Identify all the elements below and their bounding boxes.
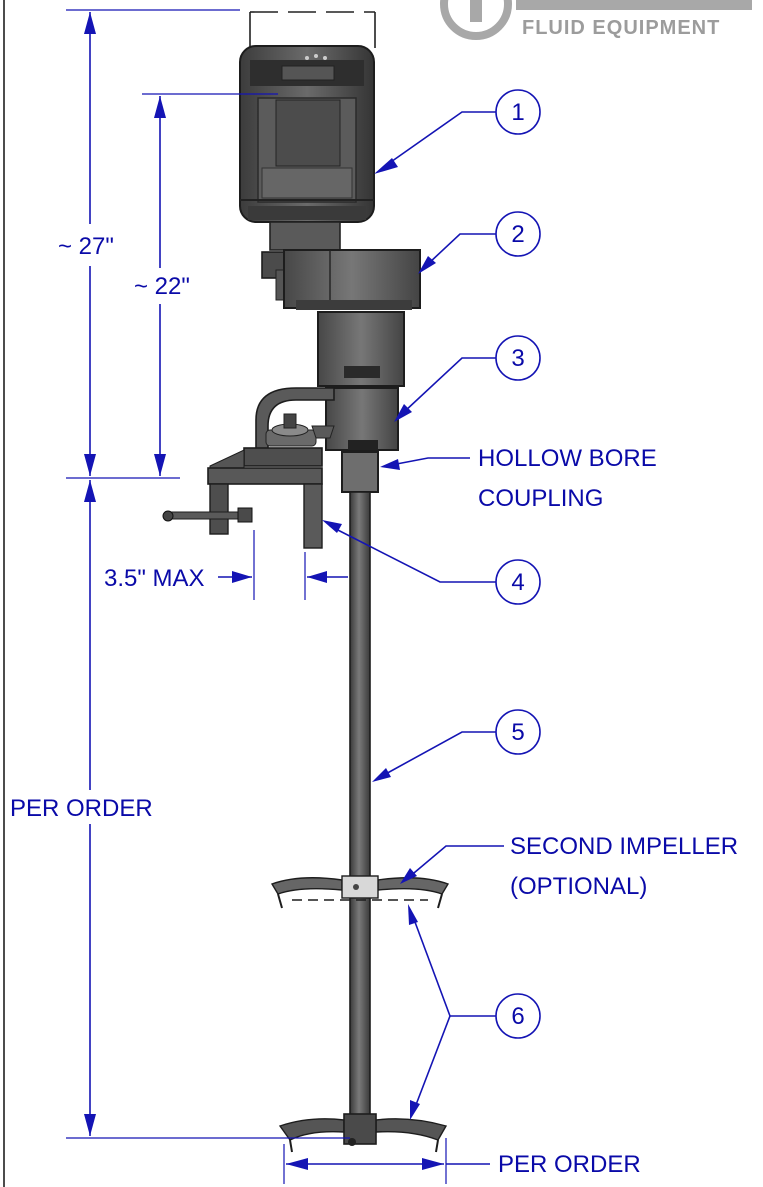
gearbox-housing — [261, 249, 421, 310]
svg-text:5: 5 — [511, 719, 524, 746]
logo-emblem-icon — [440, 0, 512, 40]
clamp-max-dimension: 3.5" MAX — [104, 530, 348, 600]
logo-emblem-stem — [470, 0, 482, 22]
second-impeller — [270, 875, 450, 909]
overall-height-dimension: ~ 27" — [58, 9, 240, 479]
motor-adapter — [269, 221, 341, 251]
overall-height-label: ~ 27" — [58, 233, 114, 260]
hollow-bore-coupling — [341, 451, 379, 493]
logo-subtitle: FLUID EQUIPMENT — [522, 17, 720, 39]
clamp-max-label: 3.5" MAX — [104, 565, 205, 592]
balloon-6: 6 — [408, 904, 541, 1120]
clamp-arm — [162, 387, 335, 549]
balloon-1: 1 — [374, 89, 541, 174]
motor-height-label: ~ 22" — [134, 273, 190, 300]
logo-brand-box — [516, 0, 752, 10]
mixer-shaft — [349, 491, 371, 1123]
impeller-diameter-label: PER ORDER — [498, 1151, 641, 1178]
hollow-bore-callout: HOLLOW BORE COUPLING — [380, 445, 657, 512]
second-impeller-label-line2: (OPTIONAL) — [510, 873, 647, 900]
svg-text:1: 1 — [511, 99, 524, 126]
fusion-logo: FLUID EQUIPMENT — [440, 0, 752, 40]
svg-text:6: 6 — [511, 1003, 524, 1030]
hollow-bore-label-line1: HOLLOW BORE — [478, 445, 657, 472]
reducer-body — [317, 311, 405, 387]
balloon-2: 2 — [418, 211, 541, 274]
svg-text:3: 3 — [511, 345, 524, 372]
second-impeller-callout: SECOND IMPELLER (OPTIONAL) — [400, 833, 738, 900]
second-impeller-label-line1: SECOND IMPELLER — [510, 833, 738, 860]
balloon-5: 5 — [372, 709, 541, 782]
svg-text:4: 4 — [511, 569, 524, 596]
bottom-impeller — [278, 1113, 448, 1153]
motor — [239, 45, 375, 223]
hollow-bore-label-line2: COUPLING — [478, 485, 603, 512]
svg-text:2: 2 — [511, 221, 524, 248]
shaft-length-dimension: PER ORDER — [10, 480, 350, 1139]
impeller-diameter-dimension: PER ORDER — [283, 1138, 641, 1184]
motor-fan-cover — [249, 11, 376, 48]
shaft-length-label: PER ORDER — [10, 795, 153, 822]
balloon-4: 4 — [322, 520, 541, 605]
motor-height-dimension: ~ 22" — [134, 93, 278, 476]
balloon-3: 3 — [394, 335, 541, 422]
mounting-bracket — [325, 387, 399, 451]
